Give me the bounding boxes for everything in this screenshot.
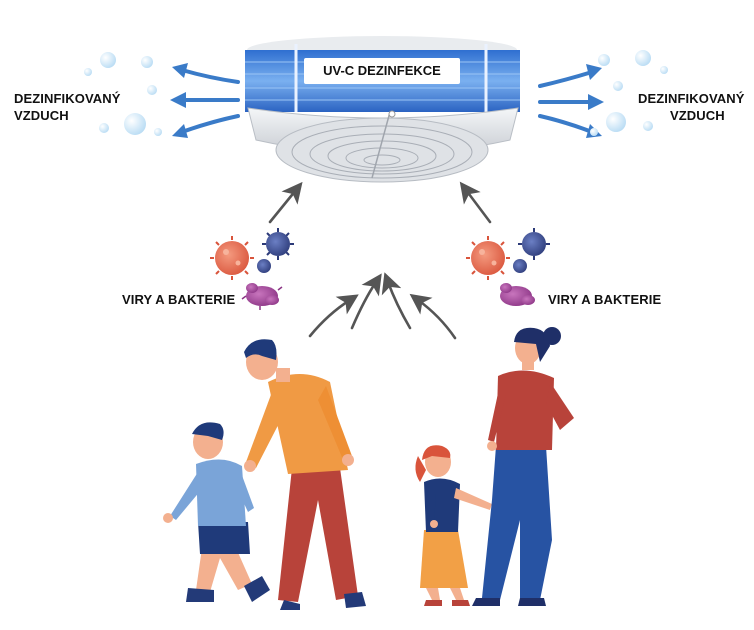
bubble xyxy=(635,50,651,66)
purple-bacteria-icon xyxy=(241,283,283,310)
right-output-arrows xyxy=(538,70,594,134)
bubble xyxy=(154,128,162,136)
bubble xyxy=(606,112,626,132)
arrow-up-left-germs xyxy=(268,181,303,224)
bubble xyxy=(660,66,668,74)
device-label: UV-C DEZINFEKCE xyxy=(304,58,460,84)
upward-arrows xyxy=(268,181,492,340)
arrow-blue-right-1 xyxy=(538,70,594,88)
right-output-label-line2: VZDUCH xyxy=(670,108,725,123)
right-output-label-line1: DEZINFIKOVANÝ xyxy=(638,91,745,106)
arrowhead-right-1 xyxy=(586,64,602,80)
bubble xyxy=(141,56,153,68)
navy-virus-icon xyxy=(262,228,294,260)
right-output-label: DEZINFIKOVANÝ VZDUCH xyxy=(638,90,745,124)
right-germ-cluster xyxy=(466,228,550,306)
bubble xyxy=(613,81,623,91)
arrow-blue-right-3 xyxy=(538,114,594,134)
bubble xyxy=(124,113,146,135)
orange-virus-icon xyxy=(466,236,510,280)
bubble xyxy=(99,123,109,133)
bubble xyxy=(100,52,116,68)
small-navy-virus-icon xyxy=(513,259,527,273)
right-clean-air-bubbles xyxy=(590,50,668,136)
arrow-up-4 xyxy=(409,293,457,340)
arrow-blue-left-3 xyxy=(180,114,240,134)
navy-virus-icon xyxy=(518,228,550,260)
left-output-label: DEZINFIKOVANÝ VZDUCH xyxy=(14,90,121,124)
left-output-arrows xyxy=(180,68,240,134)
purple-bacteria-icon xyxy=(500,283,535,306)
small-navy-virus-icon xyxy=(257,259,271,273)
arrow-blue-left-1 xyxy=(180,68,240,84)
girl-figure xyxy=(415,445,492,606)
left-germ-cluster xyxy=(210,228,294,310)
device-grille-rings xyxy=(291,125,473,179)
device-screw xyxy=(388,110,396,118)
bubble xyxy=(643,121,653,131)
device-grille xyxy=(275,117,489,183)
bubble xyxy=(147,85,157,95)
orange-virus-icon xyxy=(210,236,254,280)
mother-figure xyxy=(472,327,574,606)
arrowhead-left-2 xyxy=(170,92,186,108)
left-output-label-line1: DEZINFIKOVANÝ xyxy=(14,91,121,106)
arrowhead-left-3 xyxy=(172,124,188,138)
boy-figure xyxy=(163,422,270,602)
device-center-line xyxy=(371,111,391,179)
bubble xyxy=(598,54,610,66)
right-output-arrowheads xyxy=(586,64,604,138)
right-germs-label: VIRY A BAKTERIE xyxy=(548,292,662,307)
left-output-label-line2: VZDUCH xyxy=(14,108,69,123)
bubble xyxy=(84,68,92,76)
left-output-arrowheads xyxy=(170,63,188,138)
arrowhead-left-1 xyxy=(172,63,188,78)
arrow-up-3 xyxy=(381,272,412,330)
bubble xyxy=(590,128,598,136)
arrow-up-1 xyxy=(308,294,359,338)
arrowhead-right-2 xyxy=(588,94,604,110)
father-figure xyxy=(244,339,366,610)
left-germs-label: VIRY A BAKTERIE xyxy=(122,292,236,307)
arrow-up-right-germs xyxy=(459,181,492,224)
left-clean-air-bubbles xyxy=(84,52,162,136)
arrow-up-2 xyxy=(350,273,382,330)
